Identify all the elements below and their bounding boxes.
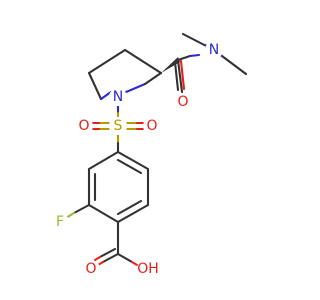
atom-f-label: F [56, 214, 64, 230]
bond-carboxyl-oh-a [116, 252, 134, 264]
atom-o-sulfonyl-right-label: O [146, 118, 157, 134]
atom-o-sulfonyl-left-label: O [78, 118, 89, 134]
atom-o-sulfonyl-left: O [75, 117, 93, 135]
bond-ring-c4-n [99, 90, 113, 101]
bond-chiral-carbonyl [176, 58, 184, 94]
bond-ring-f-carbon [72, 203, 91, 215]
atom-f: F [51, 213, 69, 231]
bond-carboxyl-oh-b [130, 260, 139, 267]
atom-oh-label: OH [137, 261, 159, 277]
bond-carbonyl-o-b [179, 59, 186, 91]
atom-o-carboxyl-label: O [85, 261, 96, 277]
bond-carboxyl-co-d [93, 255, 102, 262]
atom-o-carbonyl: O [174, 93, 192, 111]
bond-carboxyl-co-a [101, 252, 120, 264]
atom-o-carboxyl: O [82, 260, 100, 278]
bond-ring-n-c3-carbon [143, 71, 163, 86]
bond-benzene-inner-3 [116, 158, 143, 175]
bond-carbonyl-amide-n-colored [188, 53, 201, 58]
bond-carbonyl-amide-n [176, 54, 192, 62]
bond-carbonyl-o-a [173, 60, 180, 92]
atom-oh: OH [137, 258, 159, 280]
atom-n-ring-label: N [113, 89, 123, 105]
atom-s: S [109, 117, 127, 135]
atom-o-carbonyl-label: O [177, 94, 188, 110]
bond-benzene-3 [87, 203, 120, 224]
bond-ring-n-c3 [124, 82, 147, 94]
bond-benzene-1 [87, 150, 120, 171]
bond-carboxyl-co-b [96, 260, 105, 267]
bond-carboxyl-co-c [98, 247, 117, 259]
bond-benzene-inner-2 [116, 199, 143, 216]
atom-s-label: S [114, 118, 123, 134]
bond-ring-c1-c2 [87, 48, 127, 75]
atom-o-sulfonyl-right: O [143, 117, 161, 135]
bond-ring-c2-c3 [123, 48, 163, 75]
chemical-structure-diagram: N N O S O O F O OH [51, 32, 248, 280]
bond-benzene-6 [116, 150, 150, 171]
atom-n-amide: N [205, 41, 223, 59]
bond-benzene-4 [116, 203, 150, 224]
atom-n-amide-label: N [209, 42, 219, 58]
bond-ring-c1-c4 [87, 71, 103, 101]
atom-n-ring: N [109, 88, 127, 106]
